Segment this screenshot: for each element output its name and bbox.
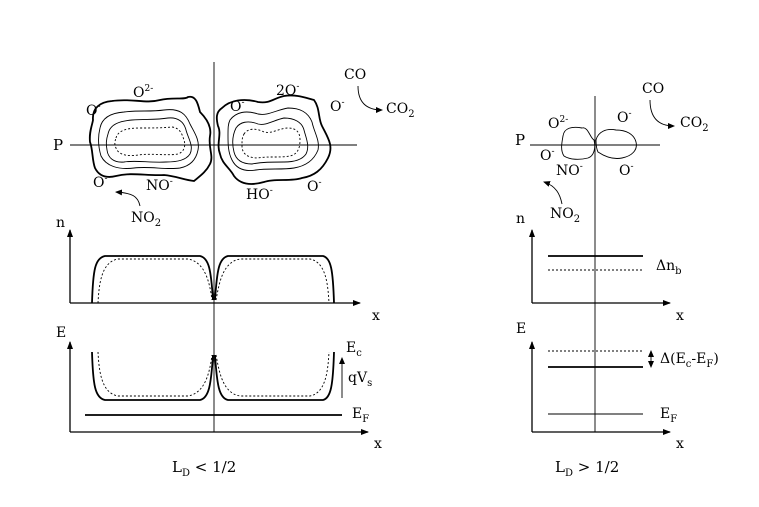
species-ho-minus: HO- [246,186,273,203]
species-o-minus: O- [307,178,322,195]
right-grain-outer-contour [215,94,332,185]
species-no-minus: NO- [146,177,173,194]
right-grain-contour-inner [241,127,301,159]
n-axis-label: n [56,215,65,231]
no2-adsorption-arrow [543,181,563,205]
species-o-minus: O- [617,109,632,126]
right-caption: LD > 1/2 [555,458,619,479]
left-grain-small-contour [561,126,596,160]
right-grain-contour-3 [232,117,309,165]
x-axis-label: x [374,436,382,452]
left-energy-plot: E x Ec qVs EF [56,325,382,452]
left-n-plot: n x [56,215,380,324]
ec-label: Ec [346,340,362,359]
ef-label: EF [660,406,677,425]
left-grain-contour-2 [98,109,199,170]
delta-ec-ef-label: Δ(Ec-EF) [660,351,719,370]
n-axis-label: n [516,211,525,227]
x-axis-label: x [372,308,380,324]
species-o-minus: O- [330,98,345,115]
species-co2: CO2 [386,101,415,120]
species-no2: NO2 [550,206,580,225]
species-o-minus: O- [540,147,555,164]
left-adsorption-sketch: P O2- O- 2O- O- O- O- NO- HO- O- NO2 CO … [53,67,415,229]
co-to-co2-arrow [649,99,675,129]
right-grain-density-dotted [215,258,330,304]
energy-axis-label: E [56,325,66,341]
species-o-minus: O- [230,98,245,115]
right-grain-conduction-band-dotted [215,351,330,397]
right-grain-small-contour [595,129,637,159]
right-panel: P O2- O- O- NO- O- NO2 CO CO2 n x Δnb [515,81,719,479]
x-axis-label: x [676,308,684,324]
right-energy-plot: E x Δ(Ec-EF) EF [516,321,719,452]
p-label: P [53,136,63,154]
left-grain-conduction-band [91,351,214,401]
species-no2: NO2 [131,210,161,229]
species-o-minus: O- [86,102,101,119]
left-caption: LD < 1/2 [172,458,236,479]
species-co2: CO2 [680,115,709,134]
left-grain-contour-3 [105,117,192,163]
right-n-plot: n x Δnb [516,211,684,324]
species-co: CO [642,81,664,97]
co-to-co2-arrow [357,85,383,113]
ef-label: EF [352,406,369,425]
left-grain-density-dotted [97,258,213,304]
qvs-label: qVs [348,370,372,389]
species-co: CO [344,67,366,83]
species-no-minus: NO- [556,162,583,179]
left-grain-conduction-band-dotted [97,351,213,397]
right-grain-density-profile [214,255,335,304]
species-o2-minus: O2- [548,115,568,132]
left-grain-density-profile [91,255,214,304]
p-label: P [515,131,525,149]
species-o-minus: O- [619,162,634,179]
left-grain-outer-contour [88,95,213,182]
right-adsorption-sketch: P O2- O- O- NO- O- NO2 CO CO2 [515,81,709,225]
right-grain-contour-2 [227,107,319,171]
delta-nb-label: Δnb [656,258,682,277]
left-panel: P O2- O- 2O- O- O- O- NO- HO- O- NO2 CO … [53,62,415,479]
left-grain-contour-inner [114,126,186,157]
species-2o-minus: 2O- [276,82,299,99]
species-o-minus: O- [93,174,108,191]
energy-axis-label: E [516,321,526,337]
right-grain-conduction-band [214,351,335,401]
x-axis-label: x [676,436,684,452]
species-o2-minus: O2- [133,84,153,101]
no2-adsorption-arrow [115,189,141,207]
